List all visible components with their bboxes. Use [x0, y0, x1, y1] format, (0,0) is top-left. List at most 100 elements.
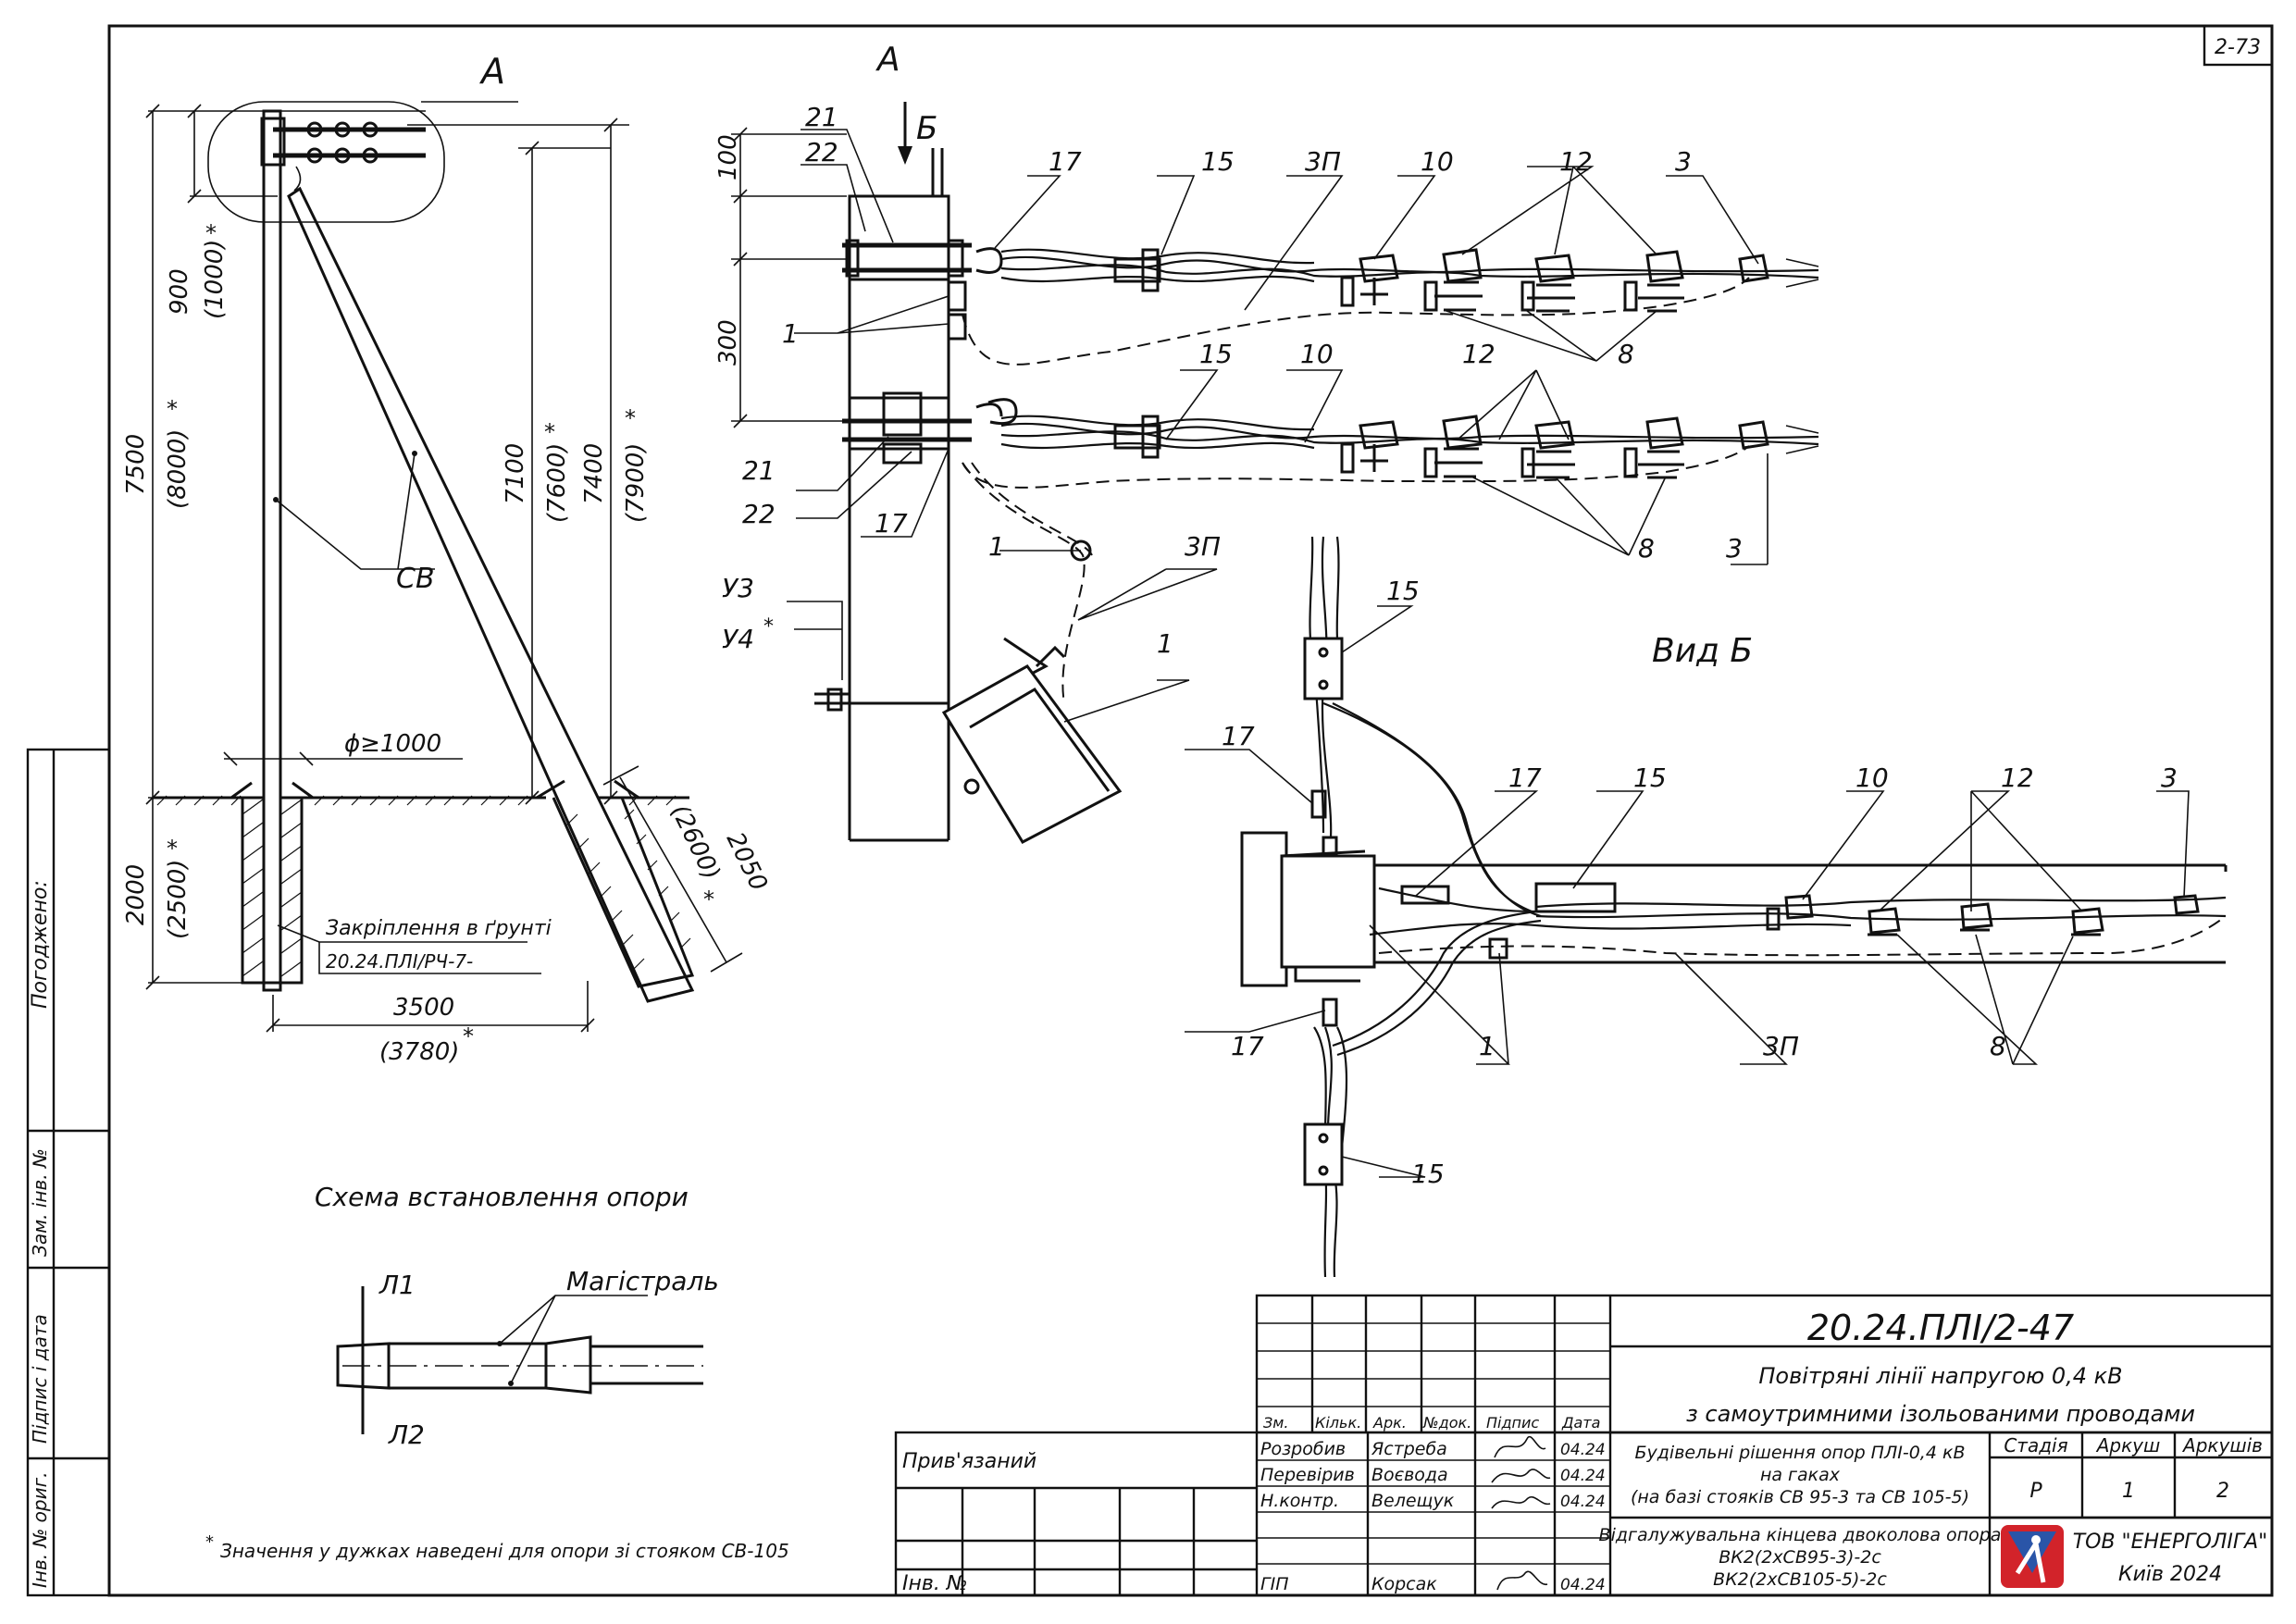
name-norm: Велещук	[1371, 1491, 1455, 1511]
company-name: ТОВ "ЕНЕРГОЛІГА"	[2073, 1531, 2268, 1554]
vb-label-15-top: 15	[1386, 576, 1420, 606]
vb-label-17-bottom: 17	[1231, 1031, 1264, 1061]
dim-7600: (7600)	[543, 443, 571, 523]
date-norm: 04.24	[1560, 1493, 1606, 1511]
section-line3: (на базі стояків СВ 95-3 та СВ 105-5)	[1631, 1487, 1969, 1507]
label-sv: СВ	[396, 563, 435, 595]
view-b-title: Вид Б	[1652, 632, 1753, 670]
bound-label: Прив'язаний	[902, 1450, 1036, 1473]
mains-label: Магістраль	[566, 1266, 719, 1296]
va-label-22-top: 22	[805, 137, 838, 167]
dim-2000: 2000	[122, 864, 150, 925]
name-checked: Воєвода	[1371, 1465, 1448, 1485]
title-line2: з самоутримними ізольованими проводами	[1686, 1401, 2195, 1427]
change-grid	[896, 1295, 1610, 1595]
va-label-3p-mid: 3П	[1185, 531, 1221, 562]
item-line1: Відгалужувальна кінцева двоколова опора	[1599, 1525, 2002, 1545]
view-a: А Б	[714, 41, 1819, 844]
vb-label-17-left: 17	[1222, 721, 1255, 751]
dim-3500: 3500	[393, 994, 454, 1022]
head-doc: №док.	[1422, 1414, 1471, 1432]
signature-checked	[1491, 1469, 1551, 1483]
dim-7900-asterisk: *	[625, 405, 636, 431]
va-label-u3: У3	[722, 573, 754, 603]
head-sheet: Арк.	[1372, 1414, 1407, 1432]
footnote-asterisk: *	[205, 1532, 214, 1552]
stamp-replaced-inventory: Зам. інв. №	[29, 1148, 51, 1257]
vb-label-17-mid: 17	[1508, 762, 1542, 793]
upper-earth-wire	[962, 277, 1750, 366]
left-dimensions	[145, 104, 426, 990]
item-line3: ВК2(2хСВ105-5)-2с	[1713, 1569, 1887, 1590]
item-line2: ВК2(2хСВ95-3)-2с	[1719, 1547, 1881, 1568]
dim-1000: (1000)	[201, 240, 229, 319]
lower-earth-wire	[962, 445, 1750, 489]
dim-diameter: ϕ≥1000	[344, 730, 441, 758]
head-change: Зм.	[1263, 1414, 1288, 1432]
signature-gip	[1496, 1570, 1548, 1591]
va-label-17-low: 17	[875, 508, 908, 539]
mains-l1: Л1	[379, 1270, 416, 1300]
lower-clamps	[1340, 415, 1769, 479]
va-label-21-top: 21	[805, 102, 838, 132]
dim-8000-asterisk: *	[167, 396, 178, 422]
role-developed: Розробив	[1260, 1439, 1346, 1459]
va-label-u4-asterisk: *	[763, 615, 774, 638]
strut-pole	[287, 186, 695, 1003]
va-label-3-low: 3	[1726, 533, 1743, 564]
name-developed: Ястреба	[1371, 1439, 1447, 1459]
dim-8000: (8000)	[164, 429, 192, 509]
main-pole	[262, 109, 282, 992]
stamp-signature-date: Підпис і дата	[29, 1314, 51, 1444]
va-label-1-low: 1	[1157, 628, 1173, 659]
vb-label-3: 3	[2161, 762, 2178, 793]
view-a-label: А	[875, 41, 900, 79]
dim-7900: (7900)	[622, 443, 650, 523]
va-label-22-low: 22	[742, 499, 776, 529]
dim-2500-asterisk: *	[167, 836, 178, 862]
vb-label-15-mid: 15	[1633, 762, 1667, 793]
va-label-21-low: 21	[742, 455, 776, 486]
vb-label-8: 8	[1990, 1031, 2006, 1061]
dim-7100: 7100	[502, 443, 529, 504]
upper-bracket	[842, 194, 1003, 341]
view-a-arrow-b: Б	[916, 110, 937, 147]
date-gip: 04.24	[1560, 1576, 1606, 1594]
view-b: Вид Б	[1185, 536, 2228, 1278]
signature-developed	[1494, 1435, 1546, 1458]
lower-bracket	[842, 391, 1018, 465]
sheet-code: 2-73	[2215, 36, 2261, 59]
va-label-15-mid: 15	[1199, 339, 1233, 369]
date-developed: 04.24	[1560, 1441, 1606, 1459]
city-year: Київ 2024	[2118, 1563, 2222, 1586]
sheet-head: Аркуш	[2095, 1434, 2161, 1457]
va-label-3p-top: 3П	[1305, 146, 1341, 177]
va-label-17-top: 17	[1049, 146, 1082, 177]
name-gip: Корсак	[1371, 1574, 1437, 1594]
va-label-u4: У4	[722, 624, 754, 654]
dim-900: 900	[166, 268, 193, 315]
title-line1: Повітряні лінії напругою 0,4 кВ	[1758, 1363, 2122, 1389]
dim-7500: 7500	[122, 434, 150, 495]
va-label-8-top: 8	[1618, 339, 1634, 369]
vb-label-3p: 3П	[1763, 1031, 1799, 1061]
role-gip: ГІП	[1260, 1574, 1288, 1594]
stamp-inventory-original: Інв. № ориг.	[29, 1472, 51, 1588]
strut-dimensions	[407, 118, 629, 805]
va-label-1-mid: 1	[988, 531, 1005, 562]
stage-value: Р	[2029, 1480, 2042, 1503]
section-line2: на гаках	[1760, 1465, 1841, 1485]
dim-300: 300	[714, 319, 742, 366]
stamp-approved: Погоджено:	[29, 880, 52, 1009]
sheets-head: Аркушів	[2181, 1434, 2263, 1457]
va-label-10-top: 10	[1421, 146, 1454, 177]
dim-2050: 2050	[721, 828, 773, 896]
detail-a-label: А	[478, 51, 505, 92]
role-norm: Н.контр.	[1260, 1491, 1339, 1511]
inv-label: Інв. №	[902, 1572, 968, 1595]
doc-number: 20.24.ПЛІ/2-47	[1807, 1308, 2074, 1348]
vb-label-1: 1	[1479, 1031, 1496, 1061]
dim-3780: (3780)	[379, 1038, 459, 1066]
stage-head: Стадія	[2004, 1434, 2067, 1457]
